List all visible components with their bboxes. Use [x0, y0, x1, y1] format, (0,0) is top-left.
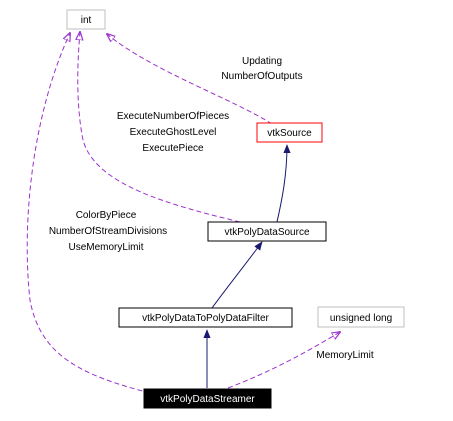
node-vtk-poly-data-to-poly-data-filter[interactable]: vtkPolyDataToPolyDataFilter	[118, 307, 293, 328]
edge-source-to-int	[107, 34, 273, 125]
node-int[interactable]: int	[66, 9, 106, 30]
edge-label-color-by-piece: ColorByPiece	[76, 210, 137, 221]
node-int-label: int	[81, 15, 92, 26]
edge-streamer-to-int	[26, 33, 151, 394]
node-vtk-poly-data-streamer-label: vtkPolyDataStreamer	[160, 394, 255, 405]
node-vtk-poly-data-streamer[interactable]: vtkPolyDataStreamer	[143, 388, 272, 409]
node-vtk-poly-data-source-label: vtkPolyDataSource	[224, 227, 309, 238]
edge-label-updating: Updating	[242, 56, 282, 67]
edge-label-execute-ghost-level: ExecuteGhostLevel	[130, 127, 217, 138]
edge-label-number-of-stream-divisions: NumberOfStreamDivisions	[49, 226, 167, 237]
node-vtk-source[interactable]: vtkSource	[256, 122, 323, 143]
edge-polydatasource-to-source	[276, 144, 291, 223]
node-vtk-poly-data-source[interactable]: vtkPolyDataSource	[207, 221, 327, 242]
edge-streamer-to-unsigned-long	[227, 332, 340, 389]
node-unsigned-long[interactable]: unsigned long	[317, 306, 405, 328]
edge-filter-to-polydatasource	[211, 241, 263, 309]
edge-label-memory-limit: MemoryLimit	[316, 350, 373, 361]
node-vtk-source-label: vtkSource	[267, 128, 312, 139]
node-vtk-poly-data-to-poly-data-filter-label: vtkPolyDataToPolyDataFilter	[142, 313, 269, 324]
edge-label-number-of-outputs: NumberOfOutputs	[221, 71, 302, 82]
edge-label-execute-number-of-pieces: ExecuteNumberOfPieces	[117, 111, 229, 122]
node-unsigned-long-label: unsigned long	[330, 313, 392, 324]
edge-label-execute-piece: ExecutePiece	[142, 143, 204, 154]
edge-polydatasource-to-int	[78, 32, 241, 223]
edge-label-use-memory-limit: UseMemoryLimit	[68, 242, 143, 253]
